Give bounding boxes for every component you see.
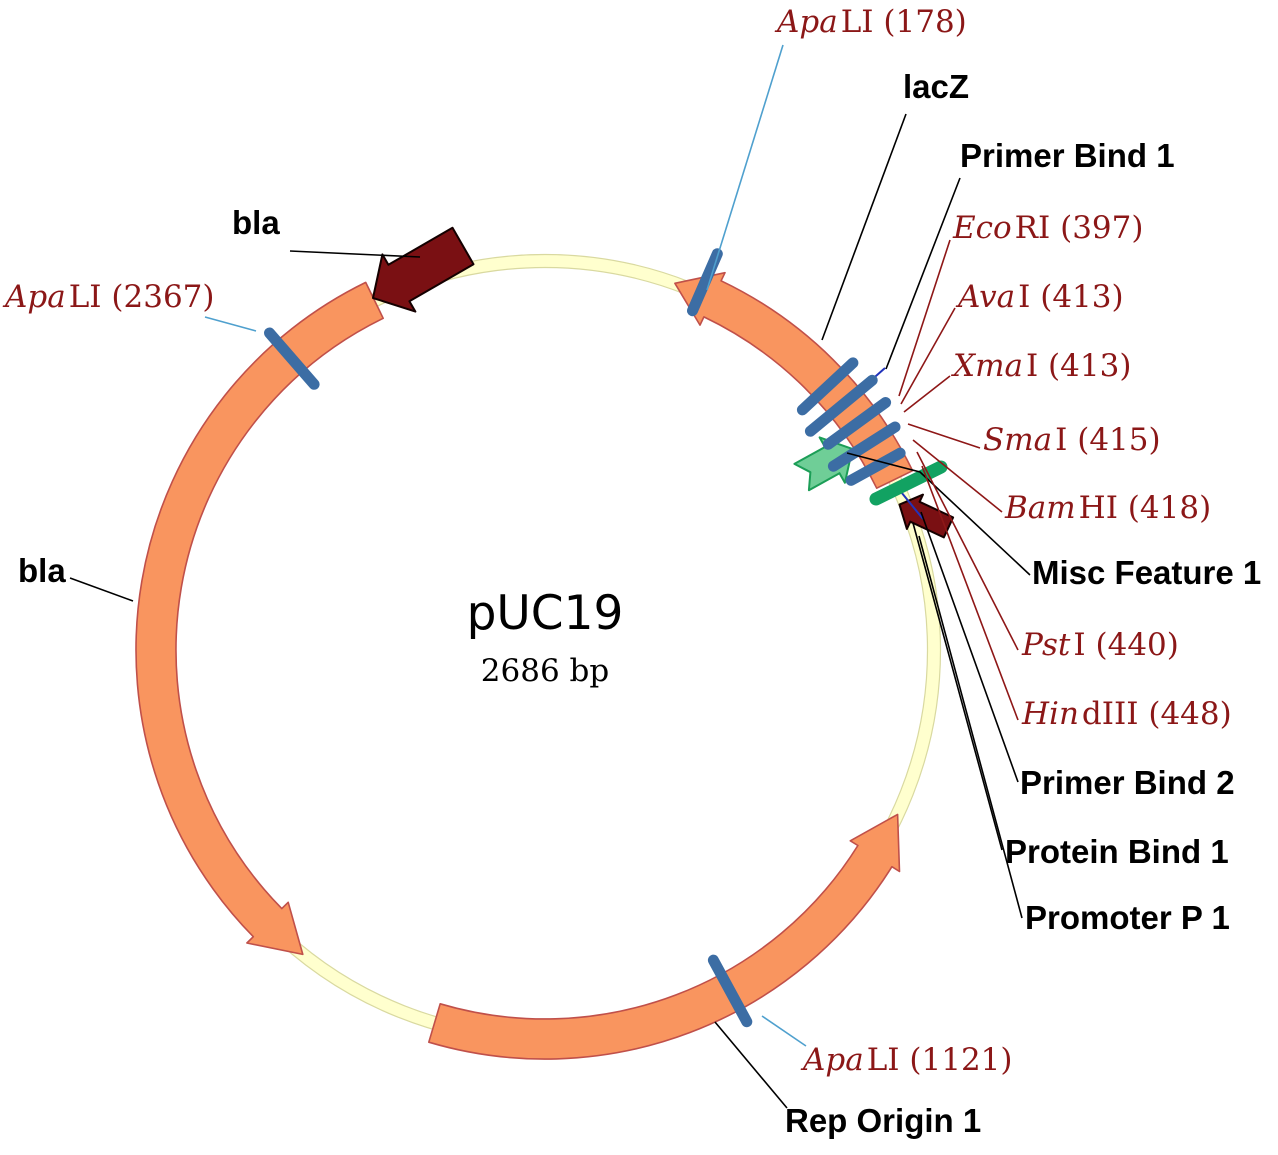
ava-i-413-tick — [804, 374, 878, 437]
protein-bind-1-mark — [869, 460, 948, 506]
eco-ri-397-leader-line — [898, 239, 951, 397]
plasmid-size: 2686 bp — [480, 653, 610, 689]
protein-bind-1-leader-line — [912, 522, 1003, 851]
sma-i-415-leader-line — [907, 423, 981, 449]
apa-li-178-leader-line — [706, 44, 784, 291]
promoter-p-1-leader-line — [918, 535, 1023, 919]
eco-ri-397-tick — [796, 357, 859, 416]
bla-promoter-arrow — [372, 226, 475, 313]
plasmid-name: pUC19 — [466, 586, 624, 641]
hin-diii-448-leader-line — [921, 465, 1019, 721]
primer-bind-2-leader-line — [920, 511, 1019, 783]
apa-li-1121-leader-line — [761, 1015, 807, 1047]
misc-feature-arrow — [793, 436, 854, 492]
sma-i-415-tick — [827, 421, 901, 472]
misc-feature-1-leader-line — [846, 452, 1031, 576]
center-title: pUC19 2686 bp — [467, 586, 624, 689]
rep-origin-gene-arc — [428, 813, 901, 1060]
bam-hi-418-leader-line — [912, 439, 1003, 513]
ava-i-413-leader-line — [900, 307, 956, 405]
apa-li-2367-leader-line — [204, 316, 257, 332]
bla-left-leader-line — [69, 577, 134, 602]
apa-li-2367-tick — [264, 327, 320, 390]
xma-i-413-leader-line — [903, 375, 951, 413]
bam-hi-418-tick — [845, 447, 906, 486]
apa-li-1121-tick — [707, 954, 753, 1028]
bla-top-leader-line — [289, 250, 421, 258]
lacz-leader-line — [821, 113, 907, 341]
primer-bind-1-leader-line — [885, 177, 961, 370]
pst-i-440-leader-line — [916, 451, 1019, 651]
xma-i-413-tick — [822, 397, 892, 450]
bla-gene-arc — [135, 281, 384, 956]
rep-origin-1-leader-line — [714, 1021, 788, 1109]
apa-li-178-tick — [687, 248, 723, 317]
